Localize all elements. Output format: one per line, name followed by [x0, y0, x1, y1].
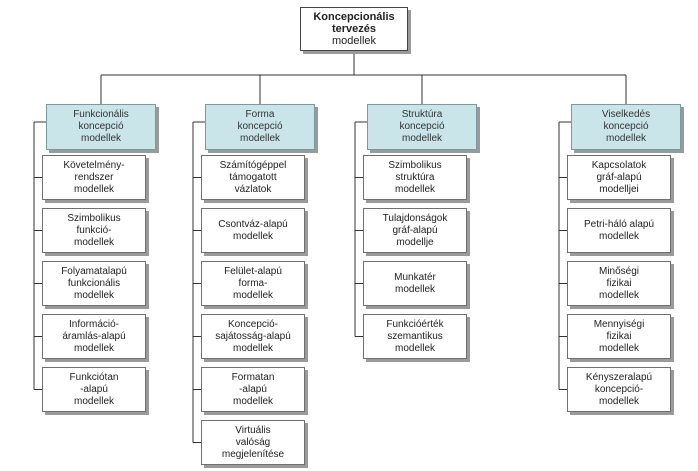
column-3-item-1-line-2: struktúra — [395, 171, 435, 183]
column-4-item-1-line-3: modelljei — [599, 183, 639, 195]
column-1-item-5-line-2: -alapú — [80, 383, 108, 395]
column-2-item-5-line-2: -alapú — [239, 383, 267, 395]
column-3-item-4-line-1: Funkcióérték — [386, 318, 444, 330]
column-4-item-3-line-3: modellek — [598, 289, 640, 301]
column-1-item-1-line-3: modellek — [73, 183, 115, 195]
column-2-item-4-line-3: modellek — [232, 342, 274, 354]
column-2-header-line-1: Forma — [245, 109, 275, 120]
column-4-item-4-line-2: fizikai — [606, 330, 632, 342]
column-1-item-3-line-3: modellek — [73, 289, 115, 301]
column-4-item-3-line-2: fizikai — [606, 277, 632, 289]
column-2-item-2-line-2: modellek — [232, 230, 274, 242]
column-4-item-1-line-1: Kapcsolatok — [591, 159, 647, 171]
column-2-item-3-line-1: Felület-alapú — [224, 265, 282, 277]
column-4-header-line-2: koncepció — [603, 121, 649, 132]
column-2-item-6-line-2: valóság — [235, 436, 271, 448]
column-1-item-3-line-1: Folyamatalapú — [61, 265, 127, 277]
column-3-header-line-3: modellek — [401, 133, 443, 144]
column-3-item-2-line-3: modellje — [396, 236, 434, 248]
column-2-item-2-line-1: Csontváz-alapú — [218, 218, 288, 230]
column-1-item-2-line-2: funkció- — [76, 224, 112, 236]
column-2-item-6-line-1: Virtuális — [235, 424, 271, 436]
column-4-item-1-line-2: gráf-alapú — [596, 171, 642, 183]
column-2-item-1-line-2: támogatott — [229, 171, 277, 183]
column-3-item-3-line-2: modellek — [394, 283, 436, 295]
column-4-header-line-1: Viselkedés — [601, 109, 651, 120]
root-node-line-1: Koncepcionális — [313, 11, 395, 23]
column-4-item-4-line-1: Mennyiségi — [593, 318, 645, 330]
column-4-item-2-line-2: modellek — [598, 230, 640, 242]
column-2-header-line-3: modellek — [239, 133, 281, 144]
column-1-header-line-2: koncepció — [78, 121, 124, 132]
column-3-header-line-2: koncepció — [399, 121, 445, 132]
column-2-item-1-line-3: vázlatok — [234, 183, 272, 195]
column-2-item-4-line-1: Koncepció- — [227, 318, 279, 330]
column-4-item-3-line-1: Minőségi — [598, 265, 640, 277]
column-4-item-2-line-1: Petri-háló alapú — [583, 218, 655, 230]
column-2-item-3-line-3: modellek — [232, 289, 274, 301]
column-1-item-4-line-3: modellek — [73, 342, 115, 354]
column-1-item-1-line-2: rendszer — [74, 171, 114, 183]
column-4-item-5-line-2: koncepció- — [594, 383, 644, 395]
column-3-item-4-line-3: modellek — [394, 342, 436, 354]
column-1-item-5-line-3: modellek — [73, 395, 115, 407]
column-4-item-4-line-3: modellek — [598, 342, 640, 354]
column-3-header-line-1: Struktúra — [401, 109, 443, 120]
column-3-item-1-line-3: modellek — [394, 183, 436, 195]
column-2-header-line-2: koncepció — [237, 121, 283, 132]
root-node-line-3: modellek — [331, 35, 377, 47]
column-2-item-3-line-2: forma- — [238, 277, 268, 289]
column-3-item-1-line-1: Szimbolikus — [388, 159, 442, 171]
column-1-header-line-1: Funkcionális — [73, 109, 129, 120]
column-4-item-5-line-3: modellek — [598, 395, 640, 407]
column-1-item-5-line-1: Funkciótan — [69, 371, 119, 383]
column-1-item-1-line-1: Követelmény- — [63, 159, 125, 171]
column-1-item-4-line-1: Információ- — [68, 318, 119, 330]
column-1-item-3-line-2: funkcionális — [67, 277, 121, 289]
column-4-header-line-3: modellek — [605, 133, 647, 144]
root-node-line-2: tervezés — [331, 23, 377, 35]
column-2-item-4-line-2: sajátosság-alapú — [215, 330, 291, 342]
column-2-item-6-line-3: megjelenítése — [221, 448, 285, 460]
column-4-item-5-line-1: Kényszeralapú — [585, 371, 653, 383]
column-1-item-2-line-1: Szimbolikus — [67, 212, 121, 224]
column-2-item-1-line-1: Számítógéppel — [219, 159, 287, 171]
column-3-item-2-line-1: Tulajdonságok — [382, 212, 448, 224]
column-3-item-3-line-1: Munkatér — [394, 271, 436, 283]
column-3-item-2-line-2: gráf-alapú — [392, 224, 438, 236]
column-2-item-5-line-1: Formatan — [231, 371, 275, 383]
column-1-header-line-3: modellek — [80, 133, 122, 144]
column-3-item-4-line-2: szemantikus — [387, 330, 443, 342]
column-1-item-2-line-3: modellek — [73, 236, 115, 248]
column-1-item-4-line-2: áramlás-alapú — [62, 330, 126, 342]
column-2-item-5-line-3: modellek — [232, 395, 274, 407]
